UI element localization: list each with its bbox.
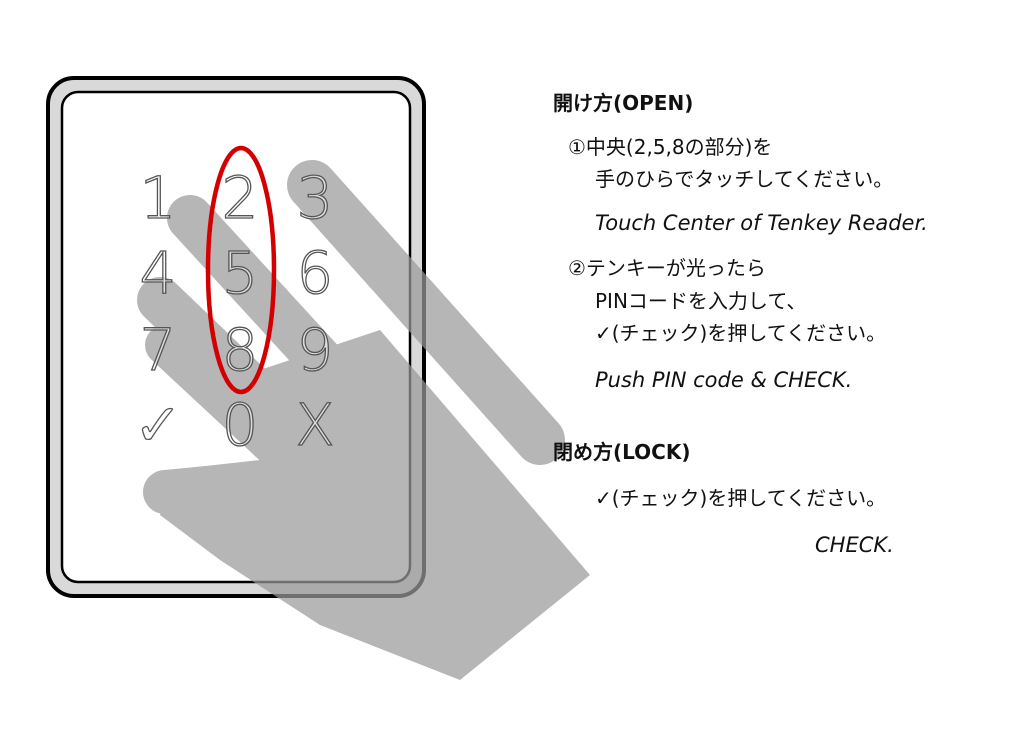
key-2[interactable]: 2: [221, 163, 259, 232]
open-step2-line1: ②テンキーが光ったら: [568, 256, 766, 280]
key-cancel[interactable]: X: [294, 390, 335, 459]
hand-illustration: [137, 160, 590, 680]
highlight-ellipse: [205, 145, 277, 395]
key-9[interactable]: 9: [296, 315, 334, 384]
open-step2-line3: ✓(チェック)を押してください。: [595, 321, 887, 345]
lock-heading: 閉め方(LOCK): [553, 440, 691, 464]
key-8[interactable]: 8: [221, 315, 259, 384]
key-check[interactable]: ✓: [133, 390, 183, 459]
open-step2-line2: PINコードを入力して、: [595, 289, 807, 313]
open-step1-line2: 手のひらでタッチしてください。: [595, 167, 894, 191]
open-heading: 開け方(OPEN): [553, 91, 694, 115]
lock-english: CHECK.: [815, 533, 894, 557]
key-3[interactable]: 3: [296, 163, 334, 232]
key-5[interactable]: 5: [221, 238, 259, 307]
open-step1-line1: ①中央(2,5,8の部分)を: [568, 135, 773, 159]
key-1[interactable]: 1: [139, 163, 177, 232]
key-7[interactable]: 7: [139, 315, 177, 384]
key-4[interactable]: 4: [139, 238, 177, 307]
open-step1-english: Touch Center of Tenkey Reader.: [595, 211, 928, 235]
key-6[interactable]: 6: [296, 238, 334, 307]
open-step2-english: Push PIN code & CHECK.: [595, 368, 853, 392]
lock-line1: ✓(チェック)を押してください。: [595, 486, 887, 510]
key-0[interactable]: 0: [221, 390, 259, 459]
